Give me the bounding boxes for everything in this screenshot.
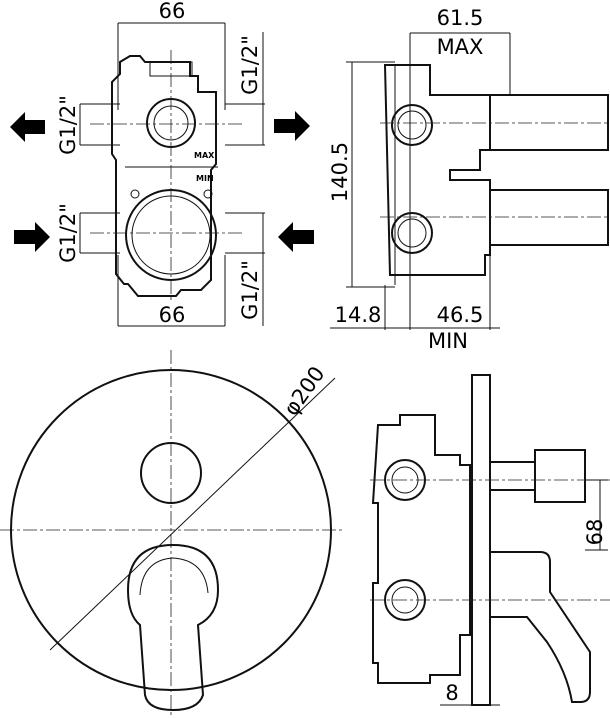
- thread-bottom-right: G1/2": [238, 260, 262, 320]
- arrow-right-icon: [14, 222, 50, 252]
- thread-top-left: G1/2": [56, 95, 80, 155]
- assembly-side-view: 68 8: [370, 374, 610, 706]
- dim-depth-max: 61.5: [437, 6, 484, 30]
- dim-plate-thickness: 8: [445, 681, 458, 705]
- min-label: MIN: [428, 329, 468, 353]
- front-view: 66 66 MAX MIN G1/2" G1/2" G1/2" G1/2": [10, 0, 314, 327]
- plate-view: φ200: [0, 350, 345, 718]
- side-view: 61.5 MAX 140.5 14.8 46.5 MIN: [328, 6, 610, 353]
- dim-depth-min: 46.5: [437, 303, 484, 327]
- dim-height: 140.5: [328, 142, 352, 202]
- arrow-right-icon: [274, 111, 310, 141]
- thread-bottom-left: G1/2": [56, 203, 80, 263]
- arrow-left-icon: [278, 222, 314, 252]
- dim-width-top: 66: [159, 0, 186, 23]
- mark-min: MIN: [196, 174, 214, 183]
- thread-top-right: G1/2": [238, 35, 262, 95]
- mark-max: MAX: [194, 151, 215, 160]
- dim-width-bottom: 66: [159, 303, 186, 327]
- arrow-left-icon: [10, 112, 45, 142]
- dim-offset: 14.8: [335, 303, 382, 327]
- dim-spacing: 68: [583, 519, 607, 546]
- max-label: MAX: [437, 35, 484, 59]
